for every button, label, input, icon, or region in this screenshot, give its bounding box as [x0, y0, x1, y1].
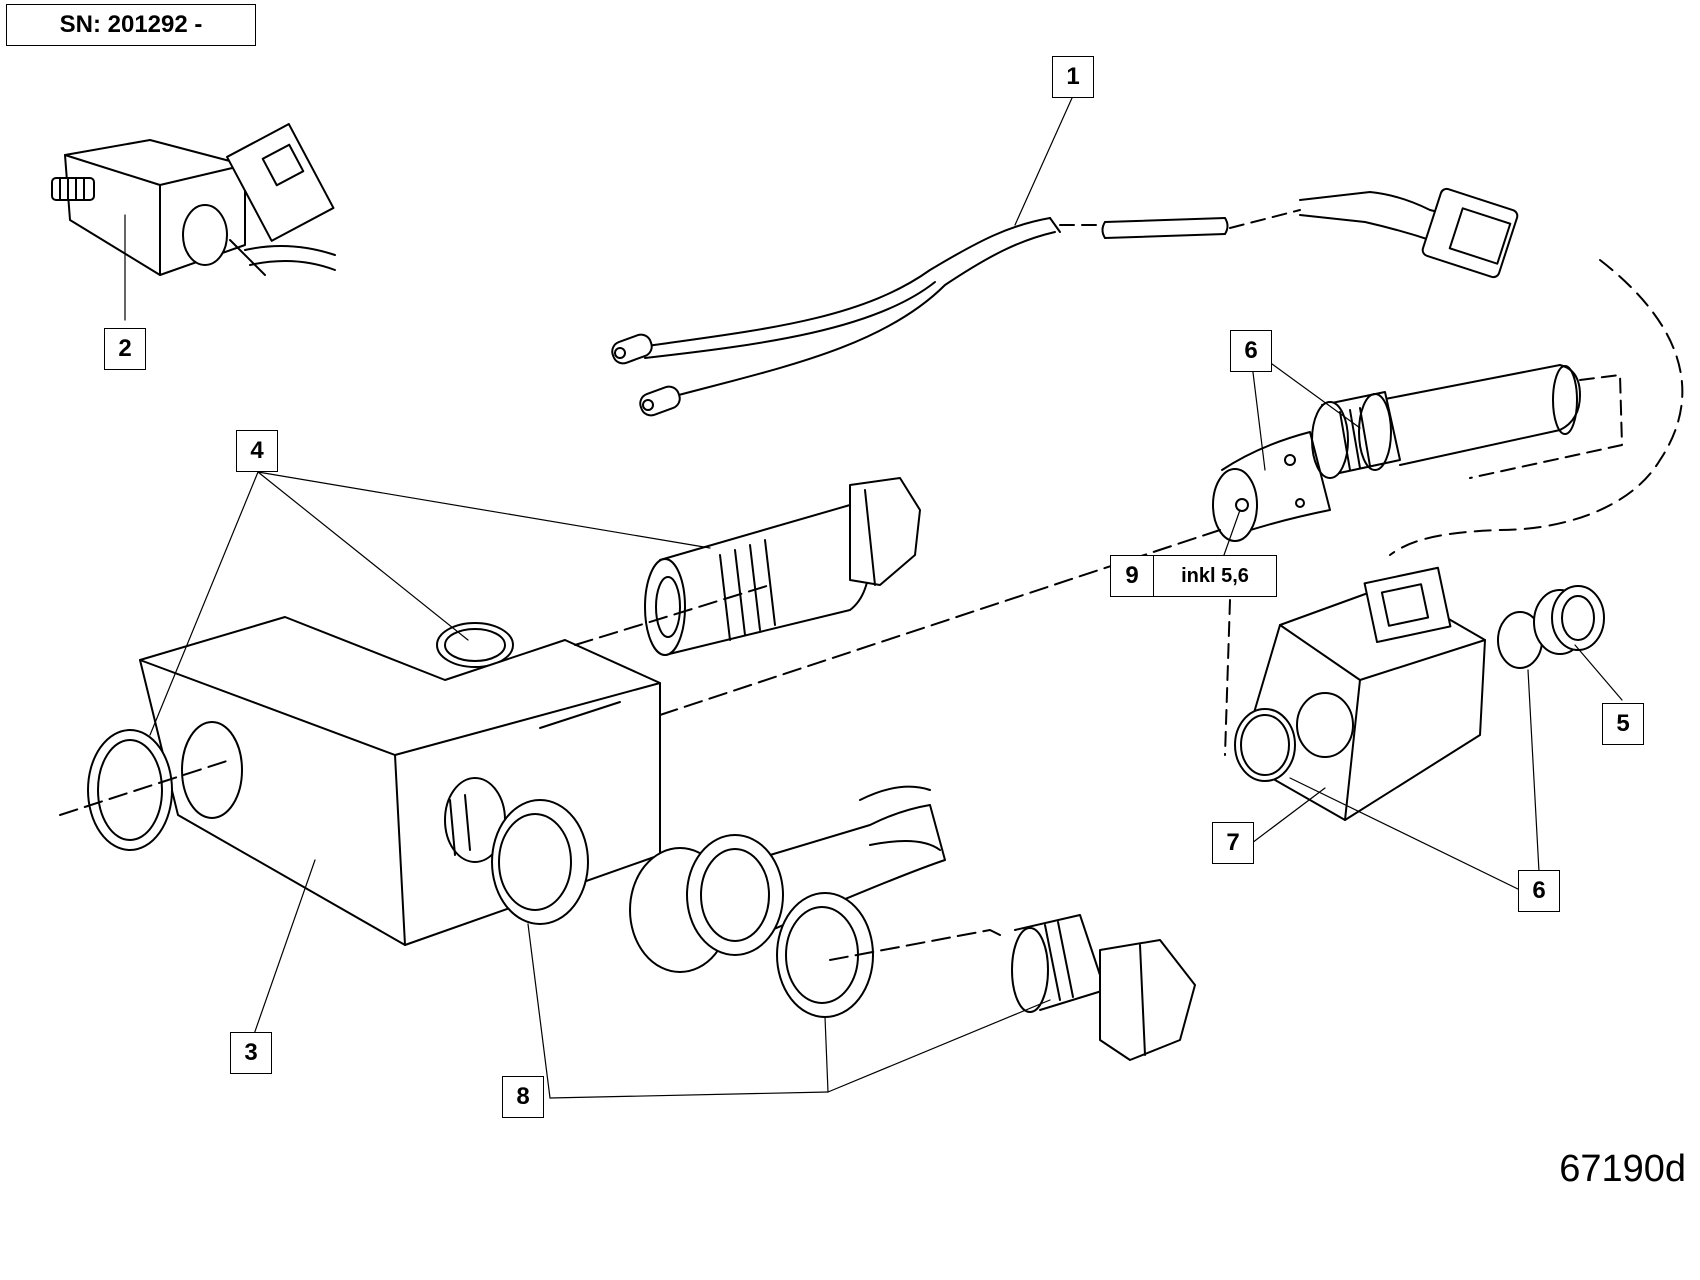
callout-1: 1 — [1052, 56, 1094, 98]
drawing-number: 67190d — [1559, 1148, 1686, 1190]
solenoid-valve-assembly-drawing — [51, 123, 336, 276]
cable-harness-drawing — [611, 187, 1519, 417]
callout-8: 8 — [502, 1076, 544, 1118]
callout-4: 4 — [236, 430, 278, 472]
o-ring-left-drawing — [59, 729, 231, 851]
callout-9-number: 9 — [1111, 556, 1154, 596]
callout-6-top: 6 — [1230, 330, 1272, 372]
banjo-bolt-drawing — [436, 477, 921, 668]
callout-9-kit: 9 inkl 5,6 — [1110, 555, 1277, 597]
sealing-washer-2-drawing — [776, 892, 1001, 1018]
hose-fitting-drawing — [629, 785, 946, 973]
callout-5: 5 — [1602, 703, 1644, 745]
valve-cartridge-drawing — [1212, 364, 1623, 542]
sealing-washer-1-drawing — [491, 799, 589, 925]
serial-number-label: SN: 201292 - — [6, 4, 256, 46]
callout-6-bottom: 6 — [1518, 870, 1560, 912]
callout-2: 2 — [104, 328, 146, 370]
callout-9-note: inkl 5,6 — [1181, 565, 1249, 587]
callout-7: 7 — [1212, 822, 1254, 864]
valve-block-drawing — [139, 616, 661, 946]
leader-lines — [124, 97, 1623, 1099]
solenoid-coil-drawing — [1224, 566, 1605, 821]
callout-3: 3 — [230, 1032, 272, 1074]
banjo-bolt-lower-drawing — [1011, 914, 1196, 1061]
